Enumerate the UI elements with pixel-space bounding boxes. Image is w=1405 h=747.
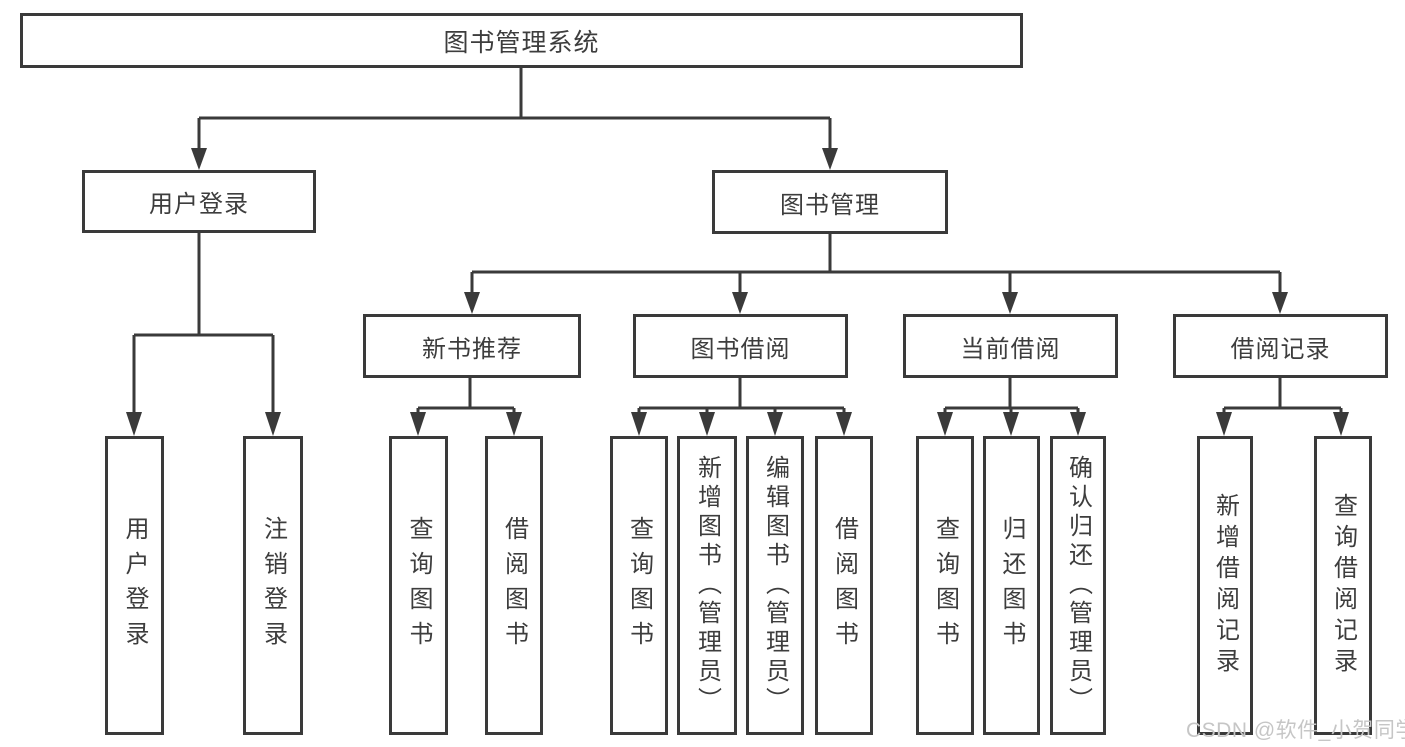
node-label: 新增图书（管理员） [693,455,721,716]
arrow-icon [464,292,480,314]
arrow-icon [631,412,647,436]
node-label: 确认归还（管理员） [1064,455,1092,716]
arrow-icon [126,412,142,436]
node-borrowing-records: 借阅记录 [1173,314,1388,378]
node-confirm-return-admin: 确认归还（管理员） [1050,436,1106,735]
node-current-borrowing: 当前借阅 [903,314,1118,378]
arrow-icon [937,412,953,436]
node-label: 用户登录 [149,191,249,218]
node-book-management: 图书管理 [712,170,948,234]
arrow-icon [506,412,522,436]
arrow-icon [1003,412,1019,436]
node-label: 借阅记录 [1230,335,1331,363]
node-query-borrow-record: 查询借阅记录 [1314,436,1372,735]
node-logout-action: 注销登录 [243,436,303,735]
arrow-icon [410,412,426,436]
arrow-icon [1216,412,1232,436]
watermark: CSDN @软件_小贺同学 [1186,719,1405,742]
node-label: 借阅图书 [830,515,858,656]
arrow-icon [699,412,715,436]
arrow-icon [1272,292,1288,314]
node-user-login: 用户登录 [82,170,316,233]
arrow-icon [767,412,783,436]
arrow-icon [1002,292,1018,314]
node-label: 查询图书 [625,515,653,656]
node-label: 当前借阅 [960,335,1061,363]
node-label: 注销登录 [259,515,287,656]
node-label: 图书管理系统 [443,28,600,57]
arrow-icon [265,412,281,436]
arrow-icon [191,148,207,170]
node-label: 图书借阅 [690,335,791,363]
arrow-icon [732,292,748,314]
arrow-icon [822,148,838,170]
node-query-books-current: 查询图书 [916,436,974,735]
node-add-borrow-record: 新增借阅记录 [1197,436,1253,735]
node-label: 查询图书 [931,515,959,656]
node-label: 查询图书 [405,515,432,656]
node-borrow-books: 借阅图书 [815,436,873,735]
node-query-books-borrow: 查询图书 [610,436,668,735]
node-return-books: 归还图书 [983,436,1040,735]
node-label: 新增借阅记录 [1211,492,1239,679]
node-label: 图书管理 [780,191,880,219]
node-borrow-books-recommend: 借阅图书 [485,436,543,735]
arrow-icon [1070,412,1086,436]
node-label: 查询借阅记录 [1329,492,1357,679]
node-book-borrowing: 图书借阅 [633,314,848,378]
node-new-book-recommend: 新书推荐 [363,314,581,378]
node-edit-books-admin: 编辑图书（管理员） [746,436,804,735]
arrow-icon [1333,412,1349,436]
node-add-books-admin: 新增图书（管理员） [677,436,737,735]
node-label: 借阅图书 [500,515,528,656]
node-library-management-system: 图书管理系统 [20,13,1023,68]
arrow-icon [836,412,852,436]
node-label: 归还图书 [998,515,1025,656]
node-query-books-recommend: 查询图书 [389,436,448,735]
node-user-login-action: 用户登录 [105,436,164,735]
node-label: 新书推荐 [422,335,522,363]
node-label: 用户登录 [121,515,148,656]
node-label: 编辑图书（管理员） [761,455,789,716]
